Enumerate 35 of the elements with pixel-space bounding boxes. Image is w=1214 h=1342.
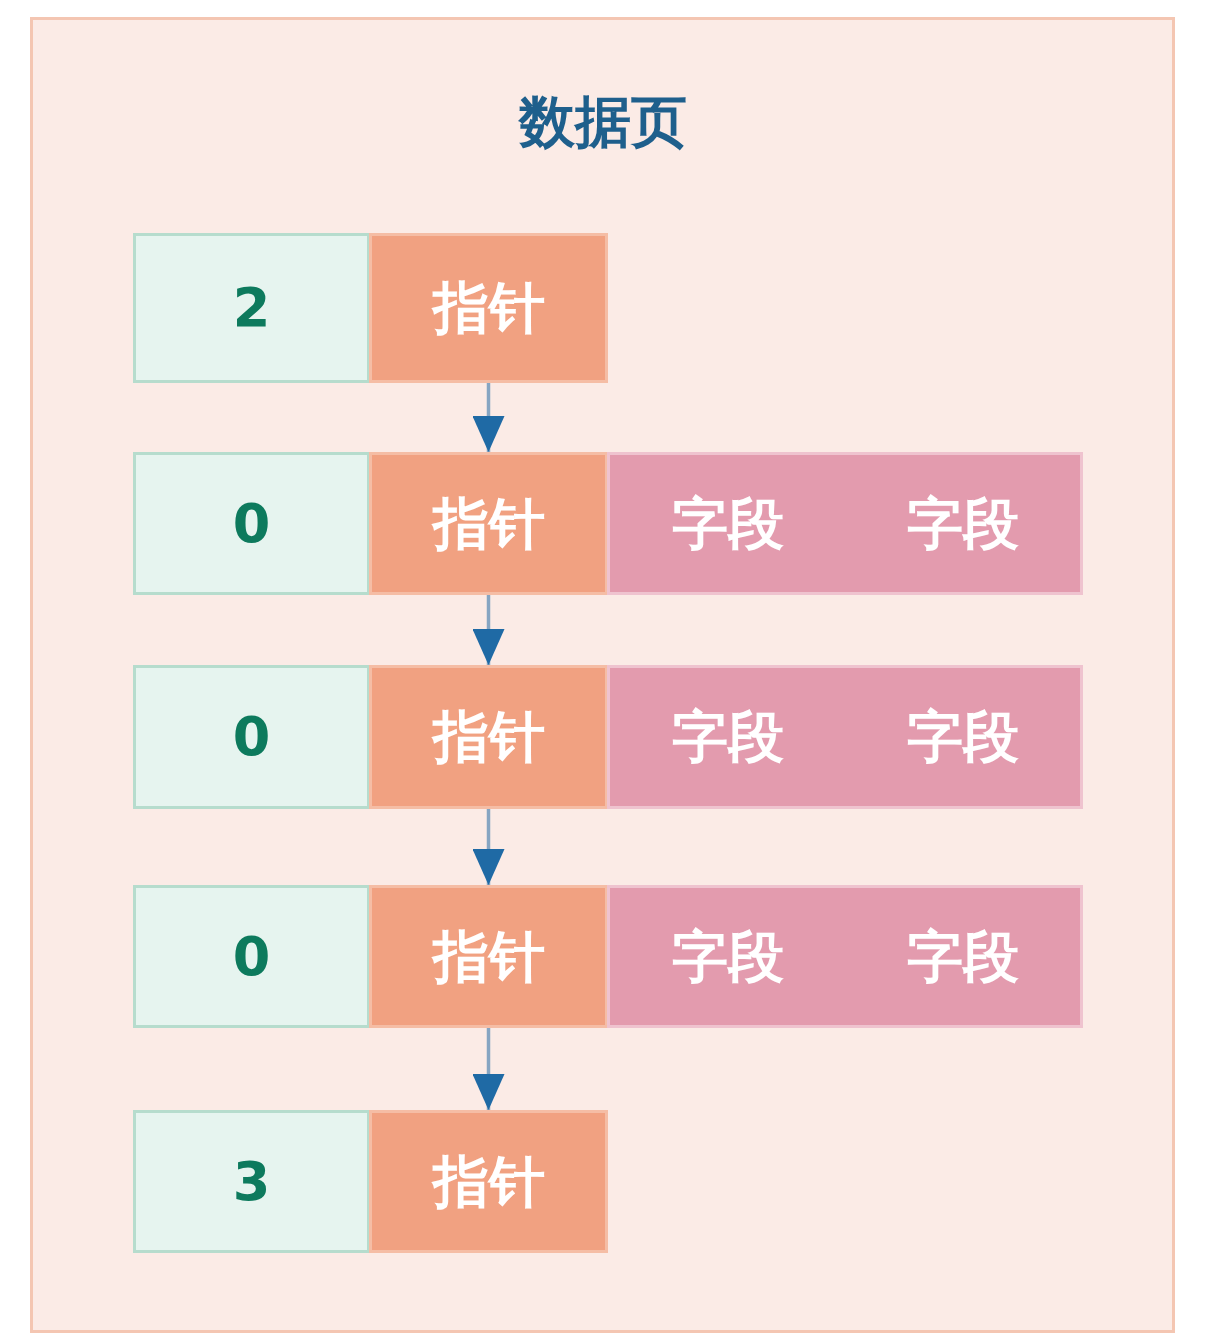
number-label: 0 xyxy=(232,929,271,984)
data-page-panel xyxy=(30,17,1175,1333)
number-label: 0 xyxy=(232,710,271,764)
pointer-label: 指针 xyxy=(432,280,545,336)
field-label: 字段 xyxy=(906,709,1019,765)
arrow xyxy=(472,383,505,452)
pointer-cell xyxy=(369,1110,608,1253)
pointer-cell xyxy=(369,665,608,809)
number-cell xyxy=(133,452,370,595)
pointer-label: 指针 xyxy=(432,709,545,765)
field-cell xyxy=(607,885,1083,1028)
field-label: 字段 xyxy=(906,928,1019,985)
number-label: 3 xyxy=(232,1154,271,1209)
arrow xyxy=(472,809,505,885)
field-cell xyxy=(607,452,1083,595)
pointer-cell xyxy=(369,233,608,383)
page-title: 数据页 xyxy=(518,94,687,150)
number-label: 2 xyxy=(232,281,271,335)
field-cell xyxy=(607,665,1083,809)
pointer-cell xyxy=(369,452,608,595)
field-label: 字段 xyxy=(671,495,784,552)
number-cell xyxy=(133,885,370,1028)
pointer-label: 指针 xyxy=(432,495,545,552)
pointer-label: 指针 xyxy=(432,928,545,985)
arrow xyxy=(472,1028,505,1110)
arrow xyxy=(472,595,505,665)
number-label: 0 xyxy=(232,496,271,551)
number-cell xyxy=(133,1110,370,1253)
number-cell xyxy=(133,665,370,809)
pointer-cell xyxy=(369,885,608,1028)
field-label: 字段 xyxy=(671,709,784,765)
pointer-label: 指针 xyxy=(432,1153,545,1210)
number-cell xyxy=(133,233,370,383)
field-label: 字段 xyxy=(671,928,784,985)
field-label: 字段 xyxy=(906,495,1019,552)
